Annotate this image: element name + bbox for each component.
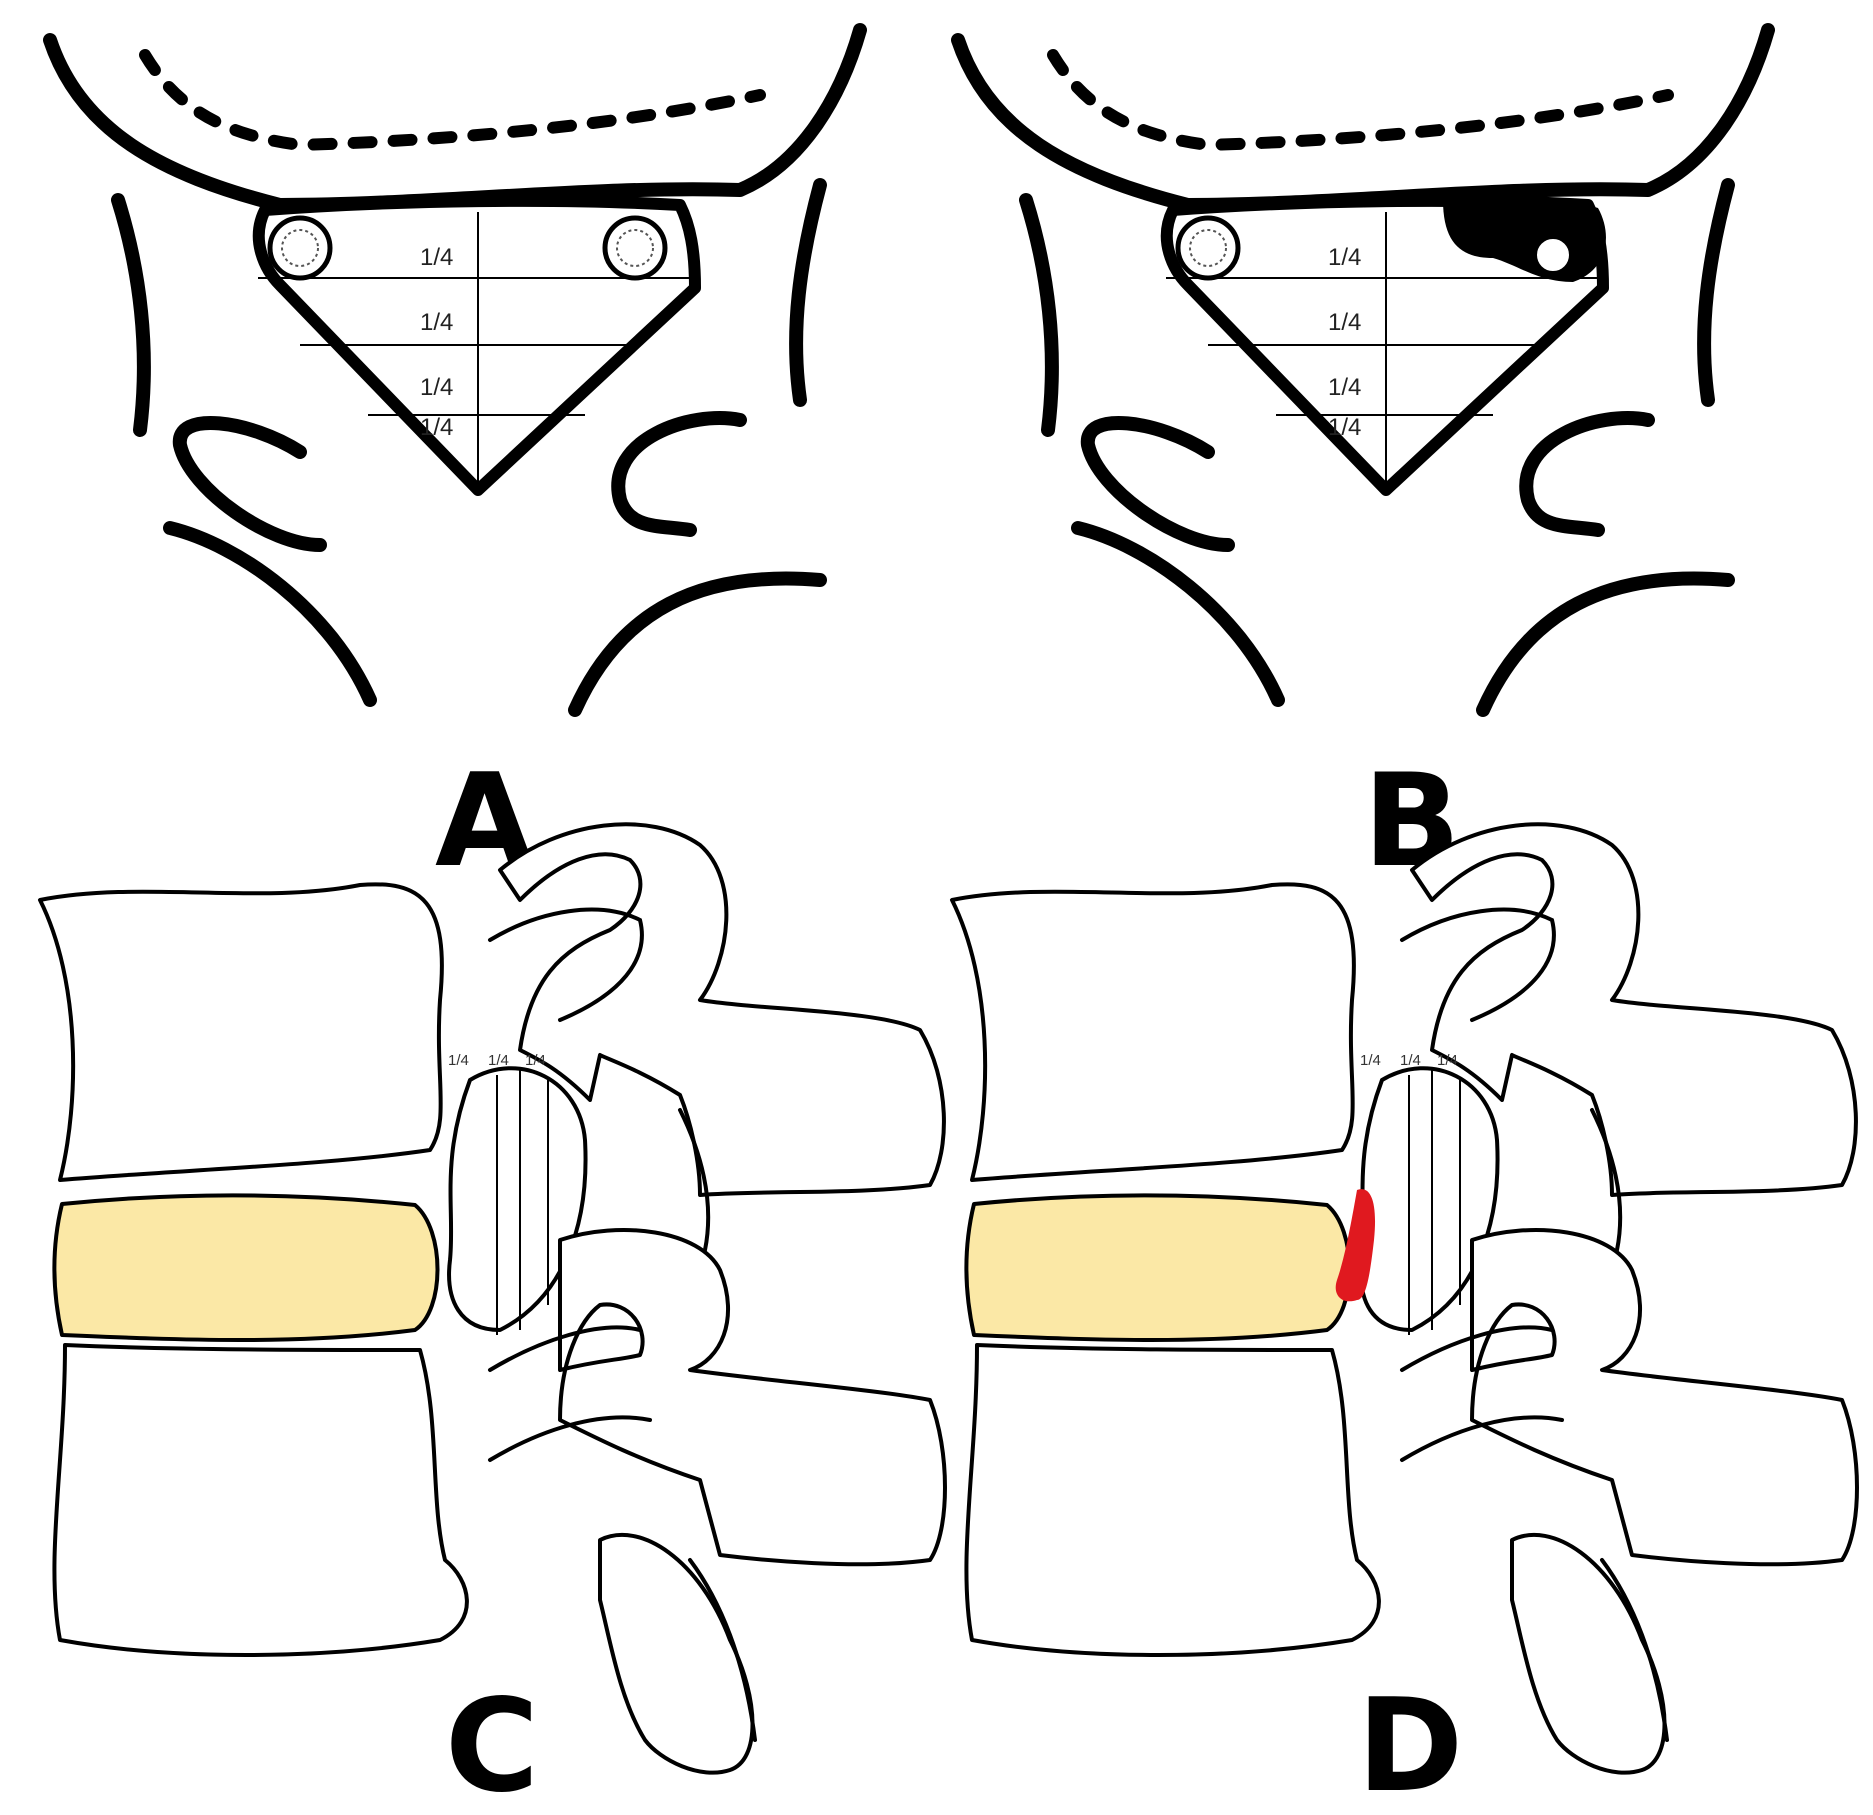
quarter-label-4: 1/4 xyxy=(1328,414,1361,441)
lateral-panel-c: 1/4 1/4 1/4 C xyxy=(38,822,947,1815)
nerve-root-right xyxy=(602,215,668,281)
panel-label-d: D xyxy=(1357,1672,1463,1815)
quarter-label-2: 1/4 xyxy=(1328,309,1361,336)
foramen-label-1: 1/4 xyxy=(1360,1052,1381,1069)
panel-label-c: C xyxy=(445,1672,539,1815)
axial-panel-b: 1/4 1/4 1/4 1/4 B xyxy=(958,30,1768,896)
axial-panel-a: 1/4 1/4 1/4 1/4 A xyxy=(50,30,860,896)
compressed-nerve-root xyxy=(1533,235,1573,275)
foramen-label-3: 1/4 xyxy=(1437,1052,1458,1069)
nerve-root-left xyxy=(1175,215,1241,281)
quarter-label-1: 1/4 xyxy=(1328,244,1361,271)
quarter-label-1: 1/4 xyxy=(420,244,453,271)
nerve-root-left xyxy=(267,215,333,281)
foramen-label-3: 1/4 xyxy=(525,1052,546,1069)
quarter-label-3: 1/4 xyxy=(1328,374,1361,401)
herniation-mass xyxy=(1335,1189,1376,1302)
foramen-label-2: 1/4 xyxy=(488,1052,509,1069)
quarter-label-2: 1/4 xyxy=(420,309,453,336)
quarter-label-3: 1/4 xyxy=(420,374,453,401)
quarter-label-4: 1/4 xyxy=(420,414,453,441)
foramen-label-1: 1/4 xyxy=(448,1052,469,1069)
foramen-label-2: 1/4 xyxy=(1400,1052,1421,1069)
lateral-panel-d: 1/4 1/4 1/4 D xyxy=(950,822,1859,1815)
